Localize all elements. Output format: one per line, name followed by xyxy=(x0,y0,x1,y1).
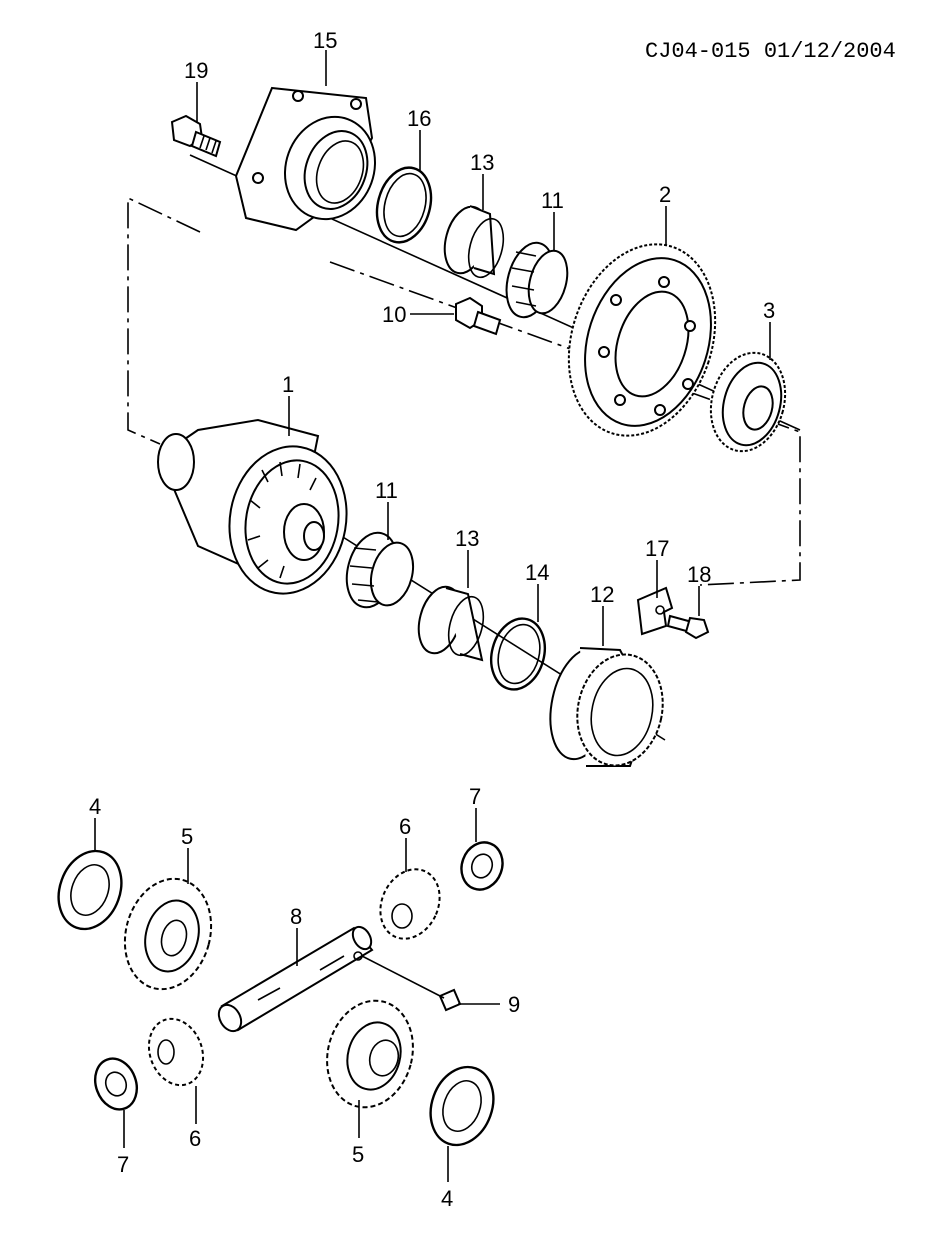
document-id-date: CJ04-015 01/12/2004 xyxy=(645,39,896,64)
label-6-top: 6 xyxy=(399,814,411,839)
pinion-shaft-part-8 xyxy=(217,925,374,1033)
ring-gear-part-2 xyxy=(567,243,717,437)
pinion-gear-part-3 xyxy=(709,351,787,453)
snap-ring-part-16 xyxy=(375,166,433,244)
pinion-gear-part-6-top xyxy=(379,868,441,940)
thrust-washer-part-4-left xyxy=(57,849,123,931)
roller-bearing-part-11-upper xyxy=(505,241,569,319)
label-16: 16 xyxy=(407,106,431,131)
label-6-bottom: 6 xyxy=(189,1126,201,1151)
pinion-washer-part-7-top xyxy=(460,841,504,891)
assembly-outline-dashed xyxy=(127,196,801,586)
label-10: 10 xyxy=(382,302,406,327)
bolt-part-10 xyxy=(410,296,502,336)
label-19: 19 xyxy=(184,58,208,83)
label-14: 14 xyxy=(525,560,549,585)
bolt-part-18 xyxy=(666,614,710,640)
label-9: 9 xyxy=(508,992,520,1017)
label-5-right: 5 xyxy=(352,1142,364,1167)
bearing-cup-part-13-upper xyxy=(443,205,505,279)
lock-plate-part-17 xyxy=(636,586,674,636)
label-4-left: 4 xyxy=(89,794,101,819)
label-8: 8 xyxy=(290,904,302,929)
label-13-lower: 13 xyxy=(455,526,479,551)
pinion-gear-part-6-bottom xyxy=(147,1017,205,1087)
bearing-cup-part-13-lower xyxy=(417,585,485,662)
label-2: 2 xyxy=(659,182,671,207)
label-15: 15 xyxy=(313,28,337,53)
drive-ring-part-12 xyxy=(549,647,664,767)
label-7-bottom: 7 xyxy=(117,1152,129,1177)
flange-housing-part-15 xyxy=(234,86,377,232)
label-4-right: 4 xyxy=(441,1186,453,1211)
label-7-top: 7 xyxy=(469,784,481,809)
pinion-washer-part-7-bottom xyxy=(94,1057,138,1111)
part-number-labels: 15 19 16 13 11 2 3 10 1 11 13 14 17 18 1… xyxy=(89,28,775,1211)
label-18: 18 xyxy=(687,562,711,587)
thrust-washer-part-4-right xyxy=(429,1065,495,1147)
label-11-lower: 11 xyxy=(375,478,398,503)
leader-lines xyxy=(94,50,771,1182)
side-gear-part-5-left xyxy=(123,877,213,991)
label-11-upper: 11 xyxy=(541,188,564,213)
bolt-part-19 xyxy=(170,114,222,158)
label-5-left: 5 xyxy=(181,824,193,849)
snap-ring-part-14 xyxy=(490,617,546,691)
label-13-upper: 13 xyxy=(470,150,494,175)
label-17: 17 xyxy=(645,536,669,561)
differential-case-part-1 xyxy=(157,418,348,595)
side-gear-part-5-right xyxy=(326,999,414,1109)
label-3: 3 xyxy=(763,298,775,323)
roller-bearing-part-11-lower xyxy=(345,531,415,609)
label-1: 1 xyxy=(282,372,294,397)
label-12: 12 xyxy=(590,582,614,607)
